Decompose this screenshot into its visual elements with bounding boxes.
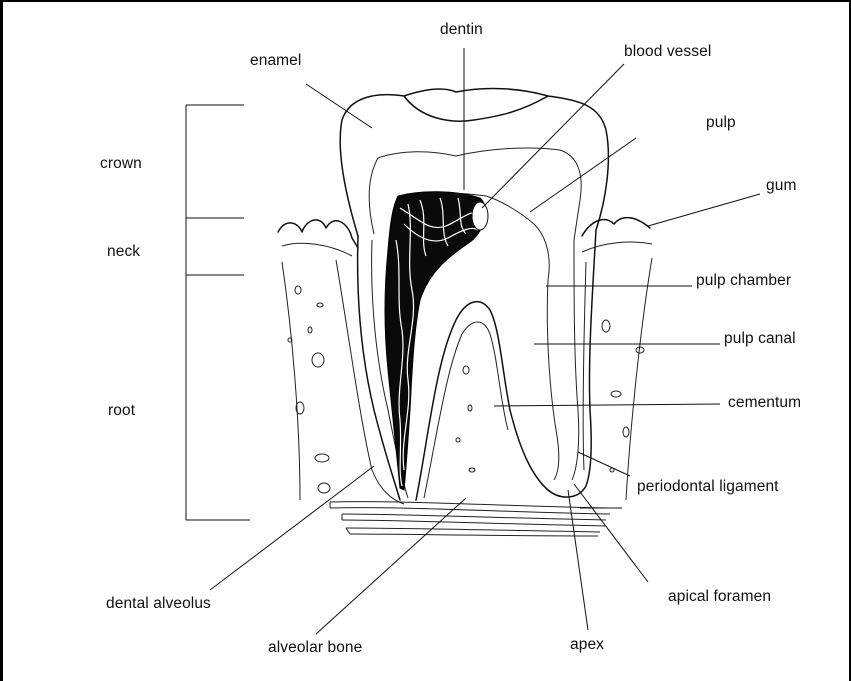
label-pulp-chamber: pulp chamber bbox=[696, 272, 791, 290]
label-apical-foramen: apical foramen bbox=[668, 588, 771, 606]
label-crown: crown bbox=[100, 155, 142, 173]
label-neck: neck bbox=[107, 243, 140, 261]
label-periodontal-ligament: periodontal ligament bbox=[637, 478, 779, 496]
label-pulp: pulp bbox=[706, 114, 736, 132]
pulp-with-vessels bbox=[385, 192, 488, 490]
tooth bbox=[340, 89, 608, 500]
label-alveolar-bone: alveolar bone bbox=[268, 639, 362, 657]
label-gum: gum bbox=[766, 177, 796, 195]
label-enamel: enamel bbox=[250, 52, 301, 70]
label-apex: apex bbox=[570, 636, 604, 654]
label-root: root bbox=[108, 402, 135, 420]
label-dental-alveolus: dental alveolus bbox=[106, 595, 211, 613]
alveolar-bone bbox=[282, 258, 652, 504]
apex-fibers bbox=[330, 502, 610, 536]
label-blood-vessel: blood vessel bbox=[624, 43, 711, 61]
label-cementum: cementum bbox=[728, 394, 801, 412]
leader-lines bbox=[210, 48, 760, 634]
label-pulp-canal: pulp canal bbox=[724, 330, 796, 348]
label-dentin: dentin bbox=[440, 21, 483, 39]
region-brackets bbox=[186, 105, 250, 520]
